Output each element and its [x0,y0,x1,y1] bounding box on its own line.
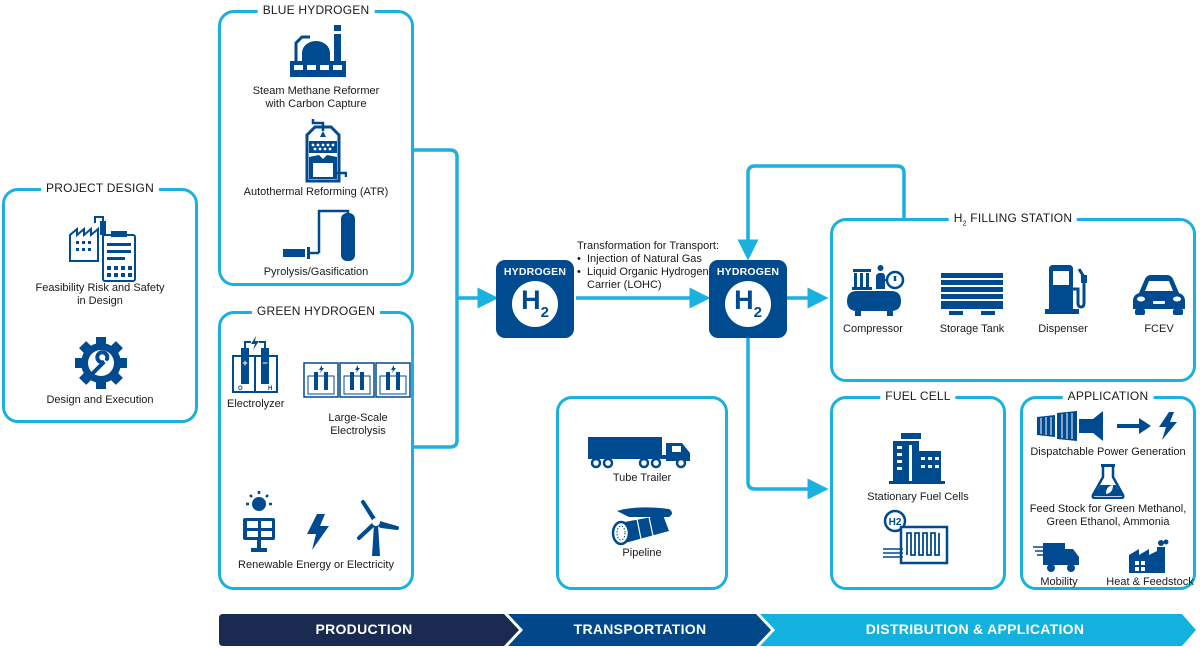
svg-text:−: − [262,358,267,368]
large-scale-electrolysis-label: Large-Scale Electrolysis [313,412,403,438]
h2-symbol: H [521,285,541,315]
title-rest: FILLING STATION [966,211,1073,225]
hydrogen-node-distribution: HYDROGEN H2 [709,260,787,338]
svg-text:O: O [238,386,243,392]
dispenser-label: Dispenser [1038,323,1088,335]
turbine-to-power-icon [1037,411,1177,441]
compressor-label: Compressor [843,323,903,335]
project-design-title: PROJECT DESIGN [41,181,159,195]
feasibility-label-line2: in Design [77,295,123,307]
blue-hydrogen-panel: BLUE HYDROGEN Steam Methane Reformer wit… [218,3,414,286]
h2-symbol-text: H2 [512,285,558,321]
electrolyzer-label: Electrolyzer [227,398,285,410]
stationary-fuel-cells-label: Stationary Fuel Cells [867,491,969,503]
green-hydrogen-title: GREEN HYDROGEN [251,304,381,318]
hydrogen-node-title: HYDROGEN [503,266,567,278]
tube-trailer-truck-icon [588,437,690,469]
title-h: H [953,211,963,225]
arrow-hydrogen-2-to-fuel-cell [746,338,829,500]
filling-station-panel: H2 FILLING STATION Compressor Storage Ta… [830,211,1196,382]
storage-tank-icon [941,273,1003,315]
gear-wrench-icon [75,337,127,389]
application-title: APPLICATION [1062,389,1154,403]
wind-turbine-icon [357,500,399,556]
fuel-cell-panel: FUEL CELL Stationary Fuel Cells H2 [830,389,1006,590]
title-sub: 2 [962,220,967,228]
fuel-cell-stack-icon: H2 [883,509,949,565]
renewable-energy-label: Renewable Energy or Electricity [238,559,394,571]
phase-transportation: TRANSPORTATION [573,621,707,637]
car-icon [1133,275,1185,315]
bullet-text: Liquid Organic Hydrogen [586,266,709,278]
building-icon [889,433,945,484]
phase-production: PRODUCTION [315,621,413,637]
h2-subscript: 2 [540,304,549,321]
lightning-bolt-icon [307,514,329,550]
svg-text:+: + [242,358,247,368]
h2-symbol-icon: H2 [512,281,558,327]
feed-stock-label-line2: Green Ethanol, Ammonia [1046,516,1170,528]
feed-stock-label-line1: Feed Stock for Green Methanol, [1029,503,1187,515]
transport-note-bullet-1: • Injection of Natural Gas [577,253,702,265]
phase-distribution-application: DISTRIBUTION & APPLICATION [865,621,1085,637]
fcev-label: FCEV [1144,323,1174,335]
transport-transformation-note: Transformation for Transport: • Injectio… [577,240,719,292]
pyrolysis-label: Pyrolysis/Gasification [263,266,369,278]
reactor-vessel-icon [305,119,347,183]
fuel-cell-title: FUEL CELL [880,389,956,403]
compressor-icon [847,265,905,316]
bullet-text: Injection of Natural Gas [586,253,702,265]
transportation-panel: Tube Trailer Pipeline [556,396,728,590]
factory-calculator-icon [69,216,136,282]
feasibility-label-line1: Feasibility Risk and Safety [35,282,165,294]
pipeline-icon [611,507,672,546]
svg-text:H2: H2 [889,517,902,528]
factory-icon [1129,539,1169,573]
delivery-truck-icon [1033,543,1079,572]
filling-station-title: H2 FILLING STATION [948,211,1078,228]
h2-symbol-icon: H2 [725,281,771,327]
gasifier-icon [283,209,355,261]
design-execution-label: Design and Execution [46,394,154,406]
hydrogen-node-title: HYDROGEN [716,266,780,278]
electrolyzer-icon: + − O H [232,336,278,393]
solar-panel-icon [243,491,275,552]
blue-hydrogen-title: BLUE HYDROGEN [257,3,375,17]
reformer-plant-icon [290,25,346,77]
mobility-label: Mobility [1040,576,1078,588]
large-scale-electrolysis-icon [303,362,411,398]
project-design-panel: PROJECT DESIGN Feasibility Risk and Safe… [2,181,198,423]
atr-label: Autothermal Reforming (ATR) [243,186,389,198]
transport-note-bullet-2: • Liquid Organic Hydrogen [577,266,709,278]
transport-note-bullet-2-cont: Carrier (LOHC) [577,279,719,292]
tube-trailer-label: Tube Trailer [612,472,672,484]
flask-leaf-icon [1091,464,1125,499]
smr-label-line2: with Carbon Capture [265,98,367,110]
smr-label-line1: Steam Methane Reformer [252,85,380,97]
h2-subscript: 2 [753,304,762,321]
connector-blue-to-bracket [414,148,459,449]
application-panel: APPLICATION Dispatchable Power Generatio… [1020,389,1196,590]
green-hydrogen-panel: GREEN HYDROGEN + − O H Electrolyzer Larg… [218,304,414,590]
pipeline-label: Pipeline [622,547,662,559]
hydrogen-node-production: HYDROGEN H2 [496,260,574,338]
heat-feedstock-label: Heat & Feedstock [1106,576,1194,588]
large-scale-label-line2: Electrolysis [330,425,386,437]
svg-text:H: H [268,386,272,392]
fuel-dispenser-icon [1045,265,1087,314]
transport-note-heading: Transformation for Transport: [577,240,720,252]
h2-symbol-text: H2 [725,285,771,321]
h2-symbol: H [734,285,754,315]
smr-label: Steam Methane Reformer with Carbon Captu… [221,85,411,111]
feed-stock-label: Feed Stock for Green Methanol, Green Eth… [1023,503,1193,529]
storage-tank-label: Storage Tank [939,323,1005,335]
dispatchable-power-label: Dispatchable Power Generation [1030,446,1186,458]
bullet-text: Carrier (LOHC) [587,279,662,291]
large-scale-label-line1: Large-Scale [328,412,388,424]
feasibility-label: Feasibility Risk and Safety in Design [5,282,195,308]
